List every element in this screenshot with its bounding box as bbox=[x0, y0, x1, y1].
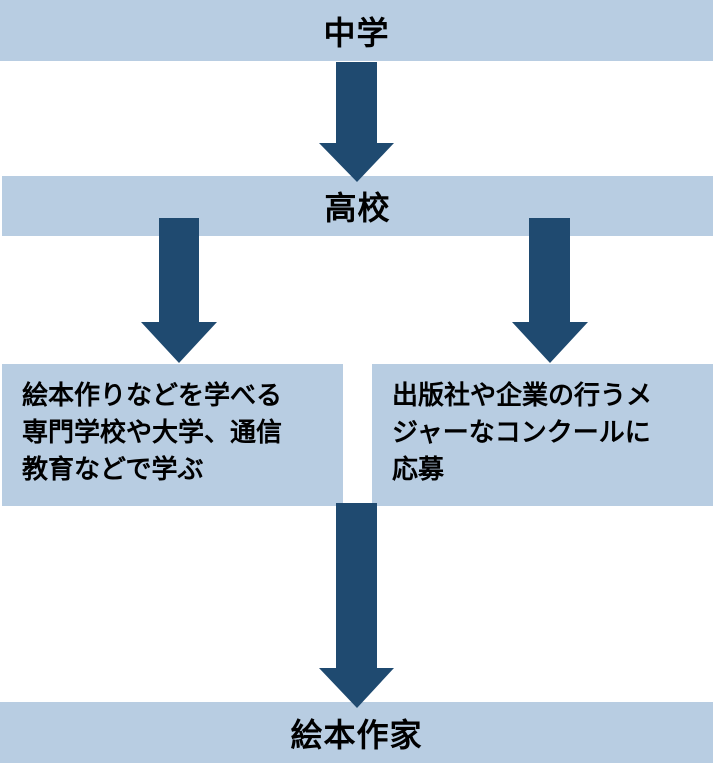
junior-high-box: 中学 bbox=[0, 0, 713, 61]
school-path-box: 絵本作りなどを学べる 専門学校や大学、通信 教育などで学ぶ bbox=[2, 364, 343, 506]
high-school-box: 高校 bbox=[2, 176, 713, 236]
high-school-label: 高校 bbox=[324, 189, 391, 227]
picture-book-author-label: 絵本作家 bbox=[290, 715, 423, 754]
contest-path-line-3: 応募 bbox=[392, 455, 445, 485]
junior-high-label: 中学 bbox=[323, 13, 390, 52]
school-path-line-1: 絵本作りなどを学べる bbox=[22, 381, 283, 411]
arrow-junior-high-to-high-school bbox=[319, 62, 394, 182]
school-path-line-3: 教育などで学ぶ bbox=[22, 455, 204, 485]
arrow-to-picture-book-author bbox=[319, 503, 394, 708]
school-path-line-2: 専門学校や大学、通信 bbox=[22, 418, 283, 448]
arrow-high-school-to-contest-path bbox=[512, 218, 588, 363]
contest-path-line-1: 出版社や企業の行うメ bbox=[392, 381, 653, 411]
picture-book-author-box: 絵本作家 bbox=[0, 702, 713, 763]
contest-path-box: 出版社や企業の行うメ ジャーなコンクールに 応募 bbox=[372, 364, 713, 506]
arrow-high-school-to-school-path bbox=[141, 218, 217, 363]
contest-path-line-2: ジャーなコンクールに bbox=[392, 418, 651, 448]
